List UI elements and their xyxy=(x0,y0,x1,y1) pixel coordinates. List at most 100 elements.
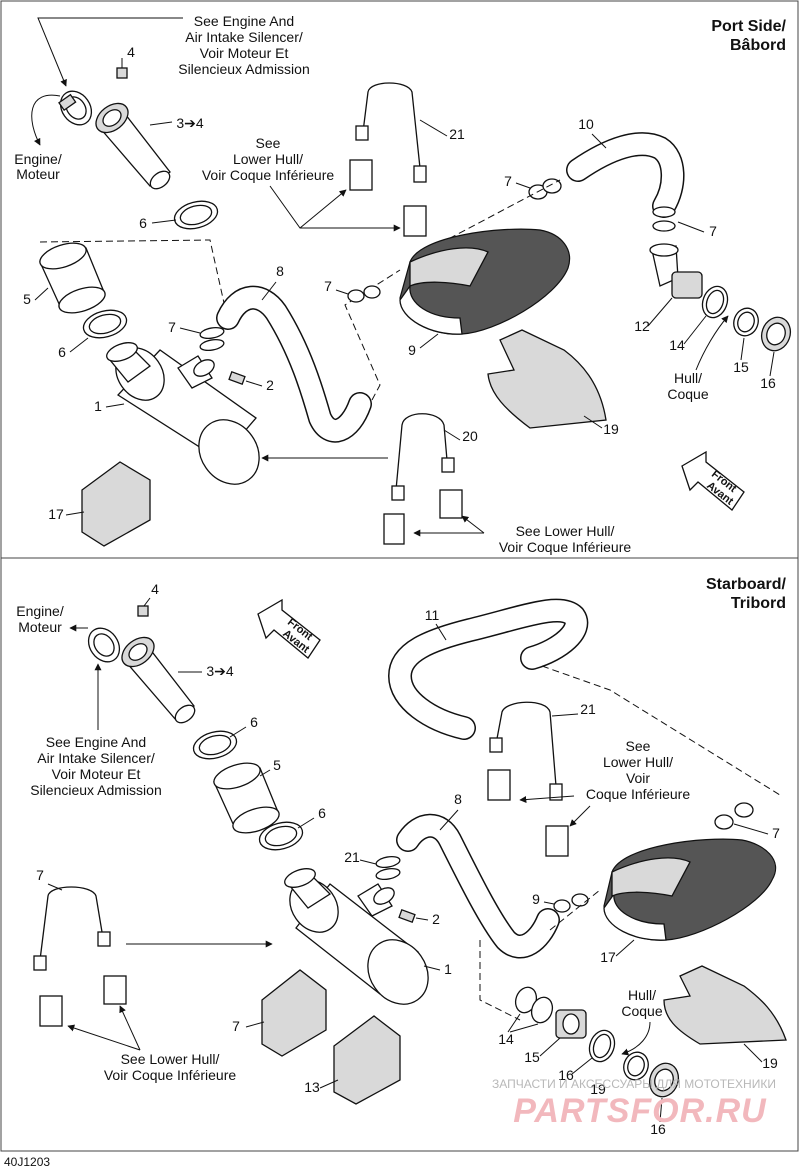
port-hull-2: Coque xyxy=(667,386,708,402)
stbd-see-lower-hull-a-2: Lower Hull/ xyxy=(603,754,673,770)
stbd-callout-21b: 7 xyxy=(36,867,44,883)
stbd-part-17-cradle xyxy=(261,969,327,1057)
port-part-7-clamp-e xyxy=(652,206,676,218)
stbd-part-7-clamp-b xyxy=(734,802,754,818)
port-part-17-cradle xyxy=(81,461,151,547)
port-callout-14: 14 xyxy=(669,337,685,353)
stbd-part-11-hose xyxy=(388,598,589,740)
port-callout-2: 2 xyxy=(266,377,274,393)
watermark: ЗАПЧАСТИ И АКСЕССУАРЫ ДЛЯ МОТОТЕХНИКИ PA… xyxy=(492,1077,776,1130)
stbd-part-5-sleeve xyxy=(213,762,280,834)
port-callout-10: 10 xyxy=(578,116,594,132)
port-part-3-outlet-pipe xyxy=(95,102,171,190)
stbd-callout-19: 19 xyxy=(762,1055,778,1071)
stbd-callout-7d: 14 xyxy=(498,1031,514,1047)
stbd-part-21-strap-upper xyxy=(487,701,563,801)
stbd-part-7-clamp-a xyxy=(714,814,734,830)
port-callout-9: 9 xyxy=(408,342,416,358)
port-part-7-clamp-a xyxy=(199,327,225,339)
stbd-part-7-clamp-d xyxy=(375,868,401,880)
port-callout-7b: 7 xyxy=(504,173,512,189)
port-callout-8: 8 xyxy=(276,263,284,279)
port-callout-7a: 7 xyxy=(168,319,176,335)
port-part-10-hose xyxy=(566,132,685,218)
stbd-part-3-outlet-pipe xyxy=(121,636,196,724)
stbd-callout-7a: 7 xyxy=(772,825,780,841)
port-callout-19: 19 xyxy=(603,421,619,437)
stbd-part-4-sensor xyxy=(137,605,149,617)
port-part-1-muffler xyxy=(106,342,260,485)
port-engine-1: Engine/ xyxy=(14,151,62,167)
stbd-callout-15: 19 xyxy=(590,1081,606,1097)
stbd-engine-2: Moteur xyxy=(18,619,62,635)
port-callout-21: 21 xyxy=(449,126,465,142)
stbd-hull-2: Coque xyxy=(621,1003,662,1019)
port-front-arrow: Front Avant xyxy=(681,450,745,511)
port-side-panel: Port Side/ Bâbord See Engine And Air Int… xyxy=(14,13,792,555)
port-part-7-clamp-g xyxy=(347,289,365,303)
port-callout-4: 4 xyxy=(127,44,135,60)
figure-code: 40J1203 xyxy=(4,1155,50,1169)
port-part-12-elbow xyxy=(649,243,703,299)
port-part-19-plate xyxy=(487,329,607,429)
stbd-see-lower-hull-a-3: Voir xyxy=(626,770,650,786)
stbd-part-21-strap-lower xyxy=(33,886,127,1027)
port-see-engine-4: Silencieux Admission xyxy=(178,61,310,77)
port-title-line1: Port Side/ xyxy=(711,18,786,35)
stbd-see-engine-4: Silencieux Admission xyxy=(30,782,162,798)
port-see-lower-hull-a-2: Lower Hull/ xyxy=(233,151,303,167)
watermark-line1: ЗАПЧАСТИ И АКСЕССУАРЫ ДЛЯ МОТОТЕХНИКИ xyxy=(492,1077,776,1091)
port-part-16-nut xyxy=(760,316,792,352)
port-part-8-hose xyxy=(216,285,372,443)
stbd-engine-clamp xyxy=(87,627,121,663)
stbd-part-18-cradle xyxy=(333,1015,401,1105)
port-callout-17: 17 xyxy=(48,506,64,522)
stbd-see-engine-2: Air Intake Silencer/ xyxy=(37,750,155,766)
stbd-callout-2: 2 xyxy=(432,911,440,927)
port-hull-1: Hull/ xyxy=(674,370,702,386)
stbd-callout-6a: 6 xyxy=(250,714,258,730)
stbd-see-lower-hull-a-1: See xyxy=(626,738,651,754)
stbd-callout-4: 4 xyxy=(151,581,159,597)
port-callout-20: 20 xyxy=(462,428,478,444)
stbd-callout-17: 7 xyxy=(232,1018,240,1034)
stbd-callout-7c: 9 xyxy=(532,891,540,907)
port-engine-2: Moteur xyxy=(16,166,60,182)
stbd-callout-7b: 21 xyxy=(344,849,360,865)
stbd-callout-14: 16 xyxy=(558,1067,574,1083)
port-part-4-sensor xyxy=(116,58,128,79)
stbd-hull-1: Hull/ xyxy=(628,987,656,1003)
starboard-side-panel: Starboard/ Tribord Engine/ Moteur 4 3➔4 … xyxy=(16,576,787,1137)
port-part-2-sensor xyxy=(228,371,246,385)
port-callout-7d: 7 xyxy=(324,278,332,294)
port-part-7-clamp-f xyxy=(652,220,676,232)
port-see-lower-hull-b-2: Voir Coque Inférieure xyxy=(499,539,632,555)
port-engine-clamp xyxy=(58,90,93,126)
stbd-part-7-clamp-f xyxy=(571,893,589,907)
stbd-callout-3-4: 3➔4 xyxy=(206,663,234,679)
stbd-callout-5: 5 xyxy=(273,757,281,773)
port-part-7-clamp-h xyxy=(363,285,381,299)
stbd-title-line1: Starboard/ xyxy=(706,576,787,593)
stbd-callout-8: 8 xyxy=(454,791,462,807)
stbd-see-lower-hull-b-2: Voir Coque Inférieure xyxy=(104,1067,237,1083)
stbd-callout-1: 1 xyxy=(444,961,452,977)
stbd-part-13-fitting xyxy=(555,1009,587,1039)
port-callout-5: 5 xyxy=(23,291,31,307)
port-callout-15: 15 xyxy=(733,359,749,375)
stbd-part-16-nut xyxy=(648,1062,680,1098)
stbd-callout-11: 11 xyxy=(425,607,440,623)
port-callout-1: 1 xyxy=(94,398,102,414)
port-part-21-strap xyxy=(349,82,427,191)
port-part-5-sleeve xyxy=(39,242,106,314)
stbd-callout-6b: 6 xyxy=(318,805,326,821)
stbd-part-9-resonator xyxy=(603,838,777,941)
port-see-lower-hull-a-3: Voir Coque Inférieure xyxy=(202,167,335,183)
port-see-engine-2: Air Intake Silencer/ xyxy=(185,29,303,45)
stbd-see-engine-1: See Engine And xyxy=(46,734,146,750)
port-see-engine-1: See Engine And xyxy=(194,13,294,29)
port-see-lower-hull-a-1: See xyxy=(256,135,281,151)
stbd-title-line2: Tribord xyxy=(731,595,786,612)
watermark-logo: PARTSFOR.RU xyxy=(513,1092,767,1130)
